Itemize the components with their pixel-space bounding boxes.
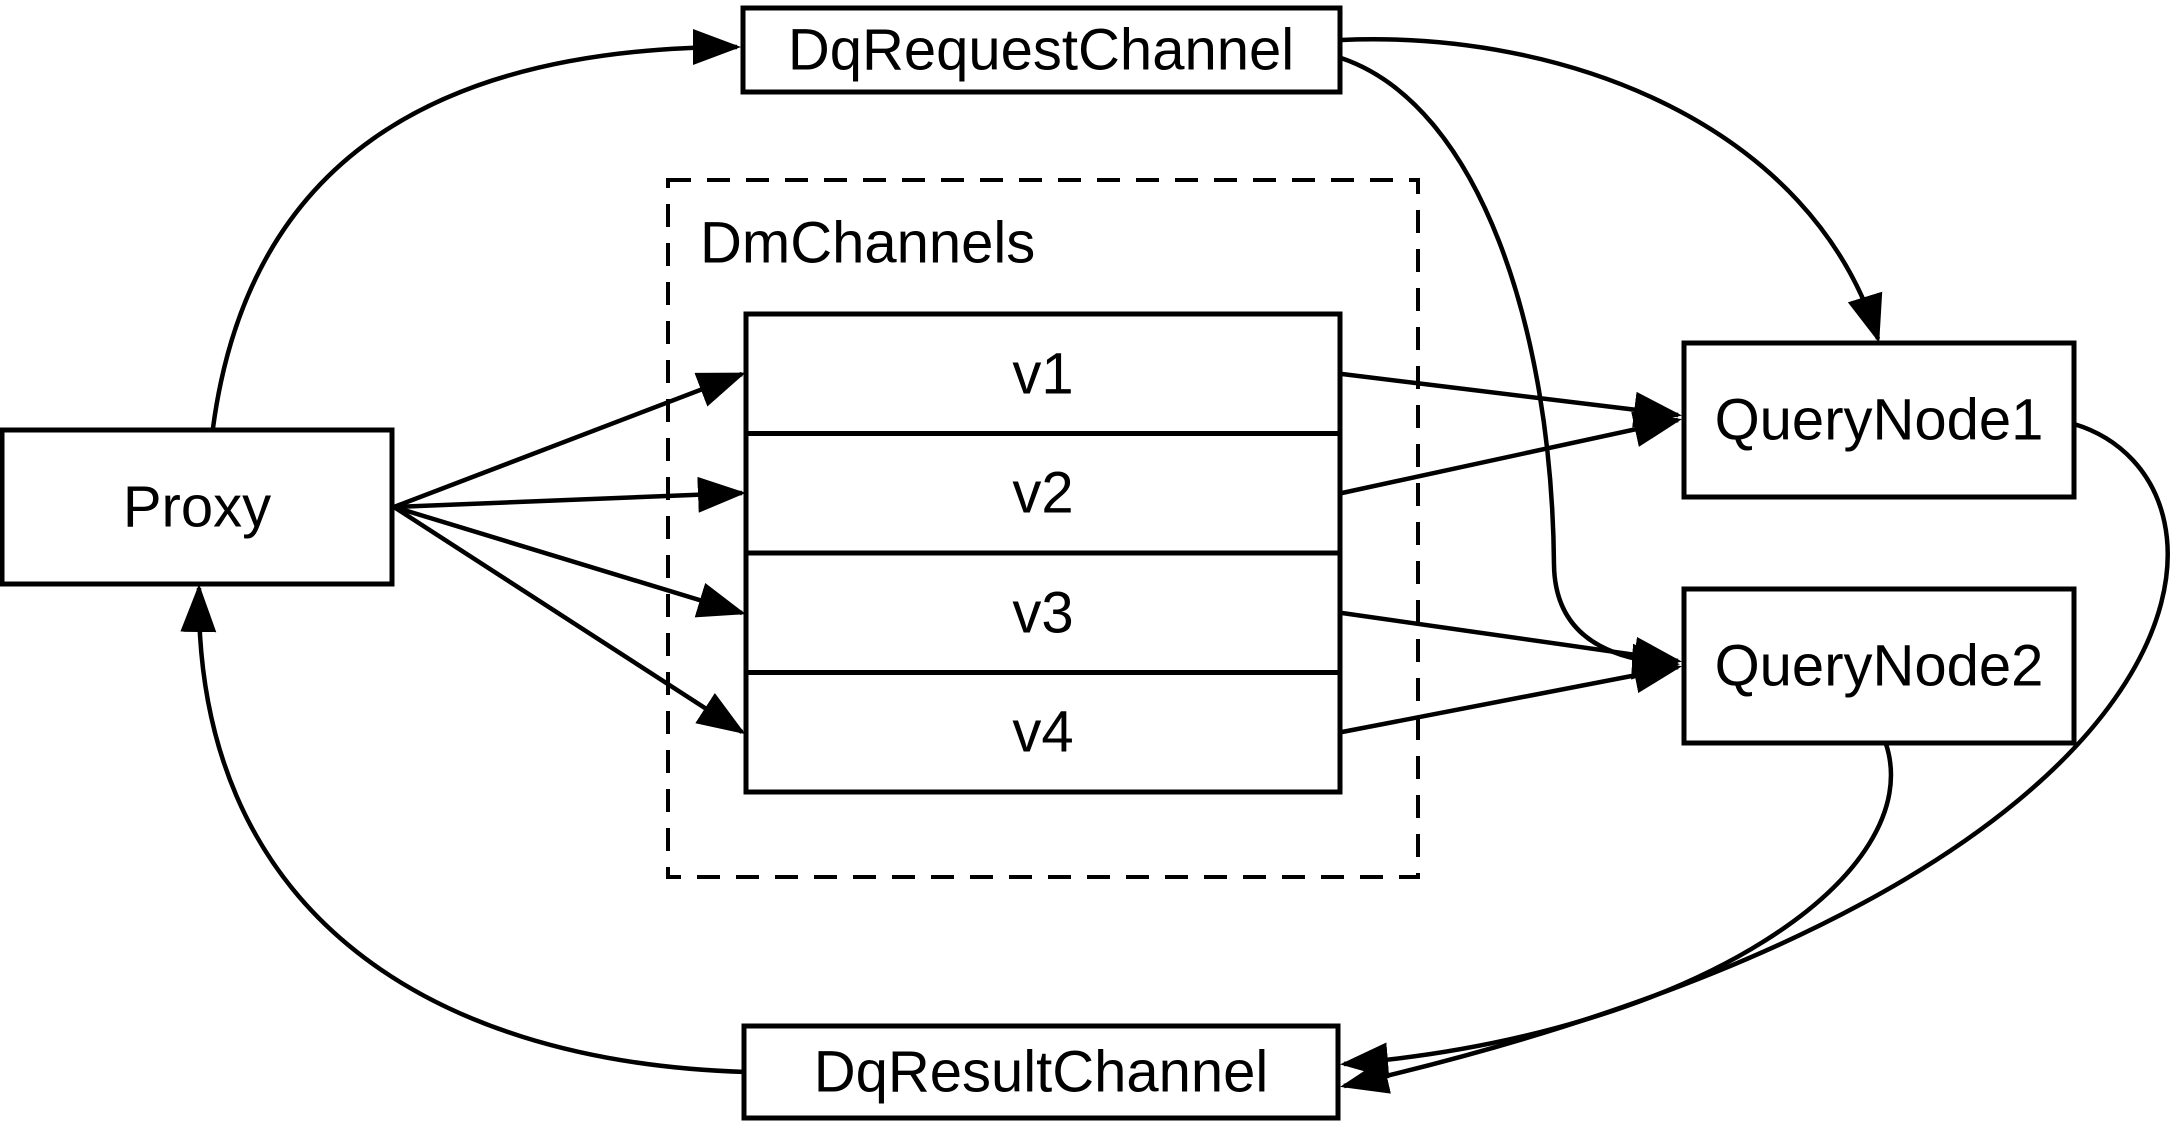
node-query-node-2-label: QueryNode2 — [1715, 634, 2044, 699]
channel-v3-label: v3 — [1012, 581, 1073, 646]
node-dq-request-channel-box — [740, 5, 1343, 95]
edge-query-node-2-to-dq-result-channel — [1340, 743, 1894, 1079]
edge-dq-request-channel-to-query-node-1 — [1340, 37, 1883, 343]
node-proxy-box — [0, 427, 395, 587]
node-query-node-2-box — [1681, 586, 2077, 746]
edge-v1-to-query-node-1 — [1341, 371, 1682, 428]
edge-proxy-to-v4 — [392, 505, 746, 735]
edge-v4-to-query-node-2 — [1341, 657, 1682, 735]
edge-proxy-to-v3 — [393, 504, 746, 618]
edge-dq-result-channel-to-proxy — [180, 584, 747, 1075]
dm-channels-group-box — [666, 178, 1420, 879]
channel-v2-label: v2 — [1012, 461, 1073, 526]
node-dq-request-channel-label: DqRequestChannel — [788, 18, 1294, 83]
edge-v2-to-query-node-1 — [1341, 411, 1682, 496]
node-query-node-1-box — [1681, 340, 2077, 500]
channel-v1-label: v1 — [1012, 342, 1073, 407]
edge-proxy-to-v2 — [393, 476, 746, 513]
node-proxy-label: Proxy — [123, 475, 271, 540]
node-dq-result-channel-box — [741, 1023, 1341, 1121]
dm-channels-group-label: DmChannels — [700, 211, 1035, 276]
node-query-node-1-label: QueryNode1 — [1715, 388, 2044, 453]
edge-query-node-1-to-dq-result-channel — [1340, 421, 2170, 1094]
edge-dq-request-channel-to-query-node-2 — [1340, 55, 1680, 680]
edge-proxy-to-v1 — [393, 371, 746, 510]
node-dq-result-channel-label: DqResultChannel — [814, 1040, 1269, 1105]
channel-v4-label: v4 — [1012, 700, 1073, 765]
edge-proxy-to-dq-request-channel — [210, 29, 741, 429]
edge-v3-to-query-node-2 — [1341, 610, 1682, 673]
